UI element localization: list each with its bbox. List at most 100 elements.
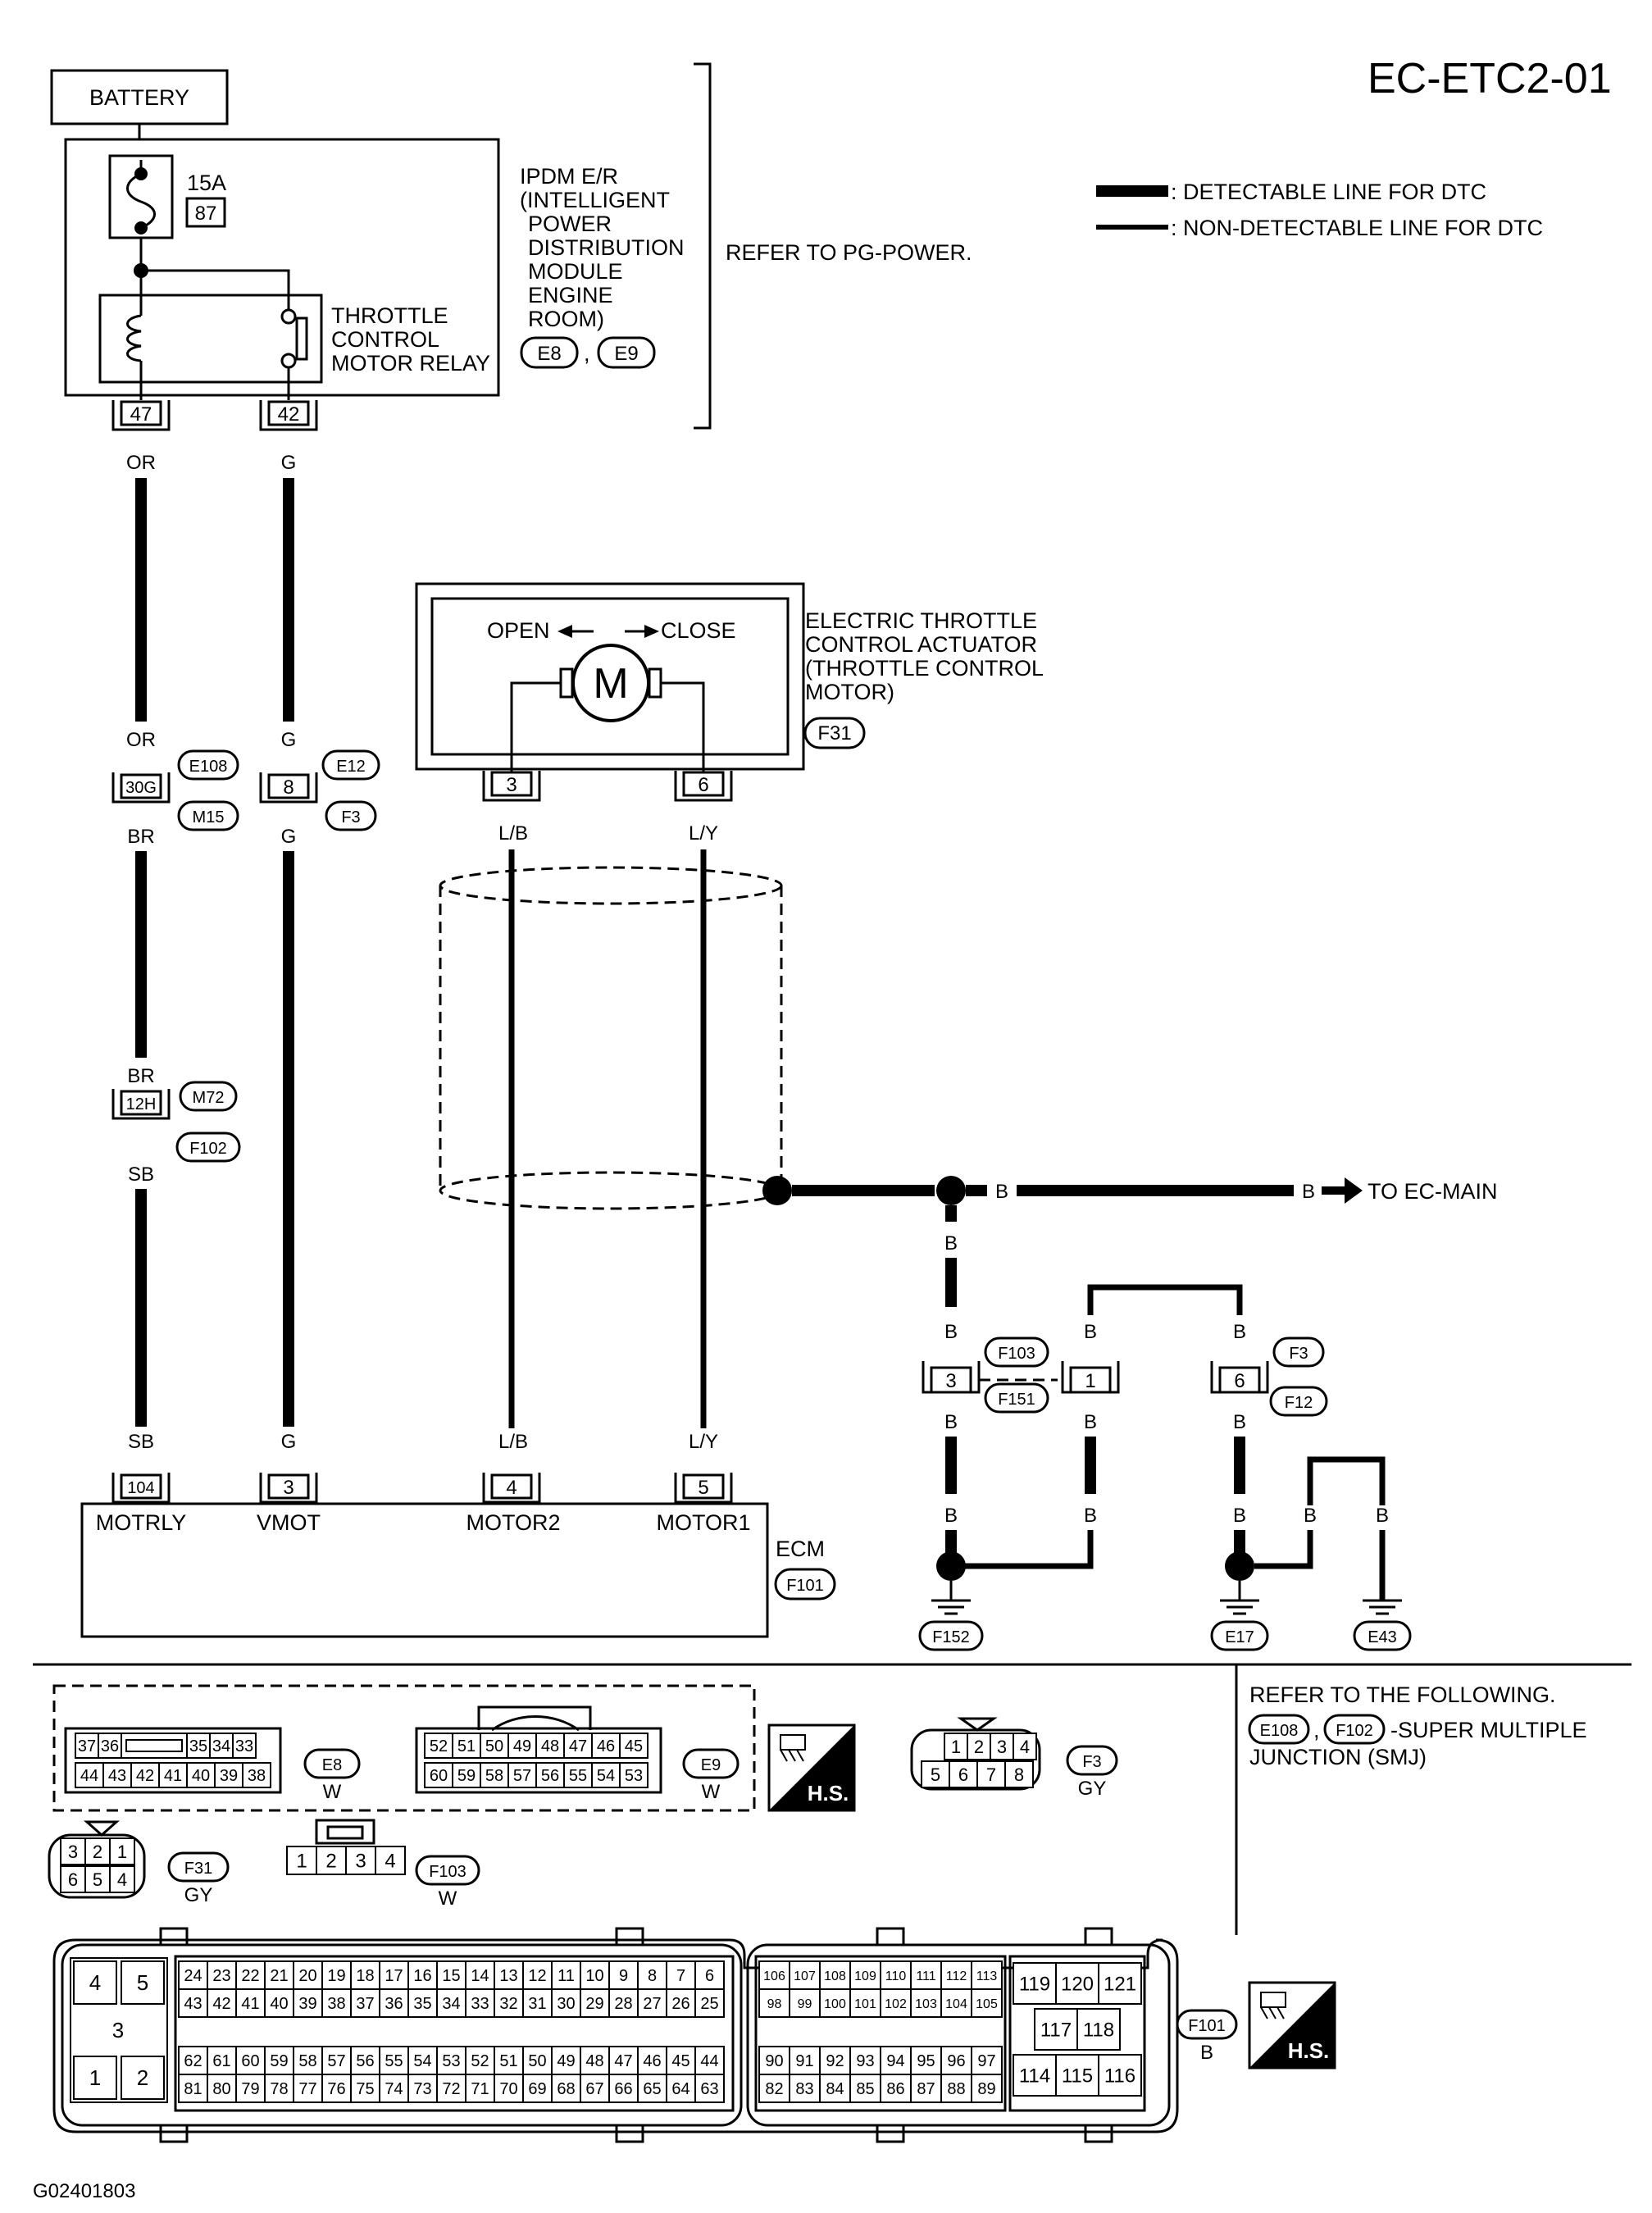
pin-cell bbox=[789, 2074, 821, 2103]
wire-color-b-g12: B bbox=[1376, 1505, 1389, 1527]
ecm-terminal-3-bracket bbox=[259, 1473, 318, 1504]
ground-joint-6-box bbox=[1218, 1366, 1261, 1394]
conn-f31-view-key bbox=[84, 1820, 120, 1837]
pin-number: 17 bbox=[385, 1967, 403, 1985]
actuator-terminal-6-bracket bbox=[674, 771, 733, 802]
ground-icon bbox=[1363, 1599, 1402, 1615]
ipdm-conn-e9-pill bbox=[597, 336, 656, 369]
wire-color-b-g6: B bbox=[1084, 1411, 1097, 1433]
conn-e9-label: E9 bbox=[701, 1756, 721, 1774]
pin-cell bbox=[264, 2046, 294, 2075]
pin-number: 104 bbox=[945, 1997, 967, 2011]
conn-f3-ground: F3 bbox=[1289, 1345, 1308, 1363]
pin-number: 90 bbox=[765, 2052, 783, 2070]
pin-cell bbox=[1076, 2008, 1121, 2051]
pin-number: 2 bbox=[325, 1851, 336, 1873]
pin-number: 43 bbox=[184, 1995, 202, 2013]
pin-number: 9 bbox=[619, 1967, 628, 1985]
ground-bridge-wire bbox=[1087, 1284, 1243, 1315]
pin-cell bbox=[971, 1988, 1003, 2018]
hs-icon: H.S. bbox=[767, 1723, 856, 1812]
pin-cell bbox=[98, 1733, 122, 1759]
figure-id: G02401803 bbox=[33, 2180, 135, 2202]
ground-icon bbox=[1220, 1581, 1259, 1615]
conn-f3-ground-pill bbox=[1272, 1336, 1325, 1368]
conn-f102-pill bbox=[175, 1132, 241, 1163]
pin-number: 108 bbox=[824, 1969, 846, 1983]
pin-number: 7 bbox=[676, 1967, 685, 1985]
pin-number: 52 bbox=[430, 1737, 448, 1755]
conn-f3-view-label-pill bbox=[1066, 1745, 1118, 1776]
pin-number: 84 bbox=[826, 2080, 844, 2098]
pin-number: 41 bbox=[241, 1995, 259, 2013]
pin-number: 38 bbox=[248, 1767, 266, 1785]
pin-number: 45 bbox=[625, 1737, 643, 1755]
actuator-label-2: CONTROL ACTUATOR bbox=[805, 632, 1037, 657]
conn-e9-latch-curve bbox=[491, 1715, 580, 1732]
wire-color-sb-1: SB bbox=[128, 1163, 154, 1186]
ipdm-label-3: POWER bbox=[528, 212, 612, 236]
wire-color-lb-1: L/B bbox=[498, 822, 528, 845]
conn-f31-view-label: F31 bbox=[184, 1860, 212, 1878]
pin-number: 4 bbox=[117, 1869, 127, 1890]
wire-color-b-g4: B bbox=[1233, 1321, 1246, 1343]
pin-number: 66 bbox=[614, 2080, 632, 2098]
fuse-bottom-dot bbox=[134, 221, 148, 235]
ipdm-label-5: MODULE bbox=[528, 259, 623, 284]
junction-30g: 30G bbox=[125, 779, 157, 797]
pin-cell bbox=[507, 1733, 537, 1759]
pin-number: 13 bbox=[499, 1967, 517, 1985]
connector-frame bbox=[754, 1955, 1007, 2112]
conn-f101-view-tab bbox=[159, 1927, 189, 1947]
ecm-name-motor2: MOTOR2 bbox=[466, 1510, 560, 1535]
pin-cell bbox=[1055, 2054, 1099, 2097]
ground-wire-b4 bbox=[964, 1530, 1094, 1569]
pin-number: 56 bbox=[541, 1767, 559, 1785]
terminal-47: 47 bbox=[130, 403, 152, 426]
pin-number: 99 bbox=[798, 1997, 812, 2011]
pin-cell bbox=[522, 1988, 553, 2018]
pin-cell bbox=[1055, 1962, 1099, 2005]
pin-number: 19 bbox=[327, 1967, 345, 1985]
pin-number: 22 bbox=[241, 1967, 259, 1985]
pin-cell bbox=[551, 1988, 581, 2018]
pin-cell bbox=[990, 1733, 1014, 1760]
ipdm-label-6: ENGINE bbox=[528, 283, 613, 307]
pin-cell bbox=[694, 1988, 725, 2018]
pin-cell bbox=[480, 1733, 509, 1759]
pin-number: 54 bbox=[413, 2052, 431, 2070]
actuator-inner-box bbox=[430, 597, 790, 756]
pin-number: 44 bbox=[80, 1767, 98, 1785]
pin-number: 112 bbox=[946, 1969, 967, 1983]
pin-number: 52 bbox=[471, 2052, 489, 2070]
pin-cell bbox=[591, 1733, 621, 1759]
terminal-42: 42 bbox=[278, 403, 300, 426]
wire-color-b-g7: B bbox=[1233, 1411, 1246, 1433]
motor-wire-right bbox=[661, 681, 705, 772]
conn-e12: E12 bbox=[336, 758, 366, 776]
motor-wire-left bbox=[510, 681, 561, 772]
legend-detectable-text: : DETECTABLE LINE FOR DTC bbox=[1171, 180, 1486, 204]
actuator-terminal-3: 3 bbox=[506, 774, 517, 796]
junction-30g-box bbox=[120, 773, 162, 799]
pin-cell bbox=[758, 2046, 790, 2075]
pin-cell bbox=[1004, 1760, 1034, 1788]
ecm-name-vmot: VMOT bbox=[257, 1510, 321, 1535]
smj-text1: -SUPER MULTIPLE bbox=[1390, 1718, 1587, 1742]
pin-cell bbox=[940, 1988, 972, 2018]
motor-icon bbox=[571, 644, 650, 722]
pin-number: 60 bbox=[241, 2052, 259, 2070]
pin-cell bbox=[375, 1846, 406, 1875]
ecm-name-motor1: MOTOR1 bbox=[656, 1510, 750, 1535]
conn-f101: F101 bbox=[786, 1577, 824, 1595]
pin-number: 46 bbox=[597, 1737, 615, 1755]
pin-number: 71 bbox=[471, 2080, 489, 2098]
junction-8-box bbox=[267, 773, 310, 799]
pin-cell bbox=[940, 2074, 972, 2103]
pin-number: 40 bbox=[270, 1995, 288, 2013]
pin-cell bbox=[819, 1988, 851, 2018]
wire-color-b-drain-1: B bbox=[995, 1181, 1008, 1203]
pin-number: 95 bbox=[917, 2052, 935, 2070]
ground-f152-pill bbox=[918, 1620, 984, 1651]
